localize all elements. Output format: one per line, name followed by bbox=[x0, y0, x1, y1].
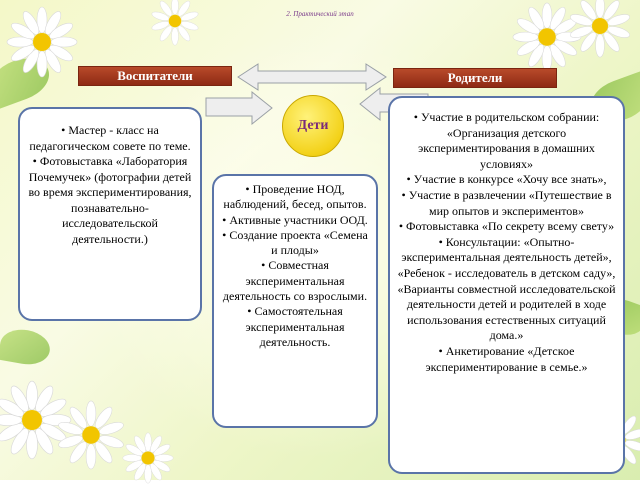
list-item: Совместная экспериментальная деятельност… bbox=[218, 258, 372, 304]
list-item: Фотовыставка «По секрету всему свету» bbox=[394, 219, 619, 235]
slide-title: 2. Практический этап bbox=[286, 10, 354, 18]
list-item: Мастер - класс на педагогическом совете … bbox=[24, 123, 196, 154]
daisy-flower-icon bbox=[0, 380, 72, 460]
double-arrow-icon bbox=[237, 63, 387, 91]
parents-activities-list: Участие в родительском собрании: «Органи… bbox=[394, 110, 619, 375]
list-item: Самостоятельная экспериментальная деятел… bbox=[218, 304, 372, 350]
daisy-flower-icon bbox=[122, 432, 174, 484]
daisy-flower-icon bbox=[570, 0, 630, 58]
parents-activities-box: Участие в родительском собрании: «Органи… bbox=[388, 96, 625, 474]
list-item: Создание проекта «Семена и плоды» bbox=[218, 228, 372, 259]
teachers-activities-list: Мастер - класс на педагогическом совете … bbox=[24, 123, 196, 247]
parents-banner: Родители bbox=[393, 68, 557, 88]
daisy-flower-icon bbox=[6, 6, 78, 78]
list-item: Участие в развлечении «Путешествие в мир… bbox=[394, 188, 619, 219]
list-item: Активные участники ООД. bbox=[218, 213, 372, 228]
list-item: Проведение НОД, наблюдений, бесед, опыто… bbox=[218, 182, 372, 213]
children-activities-list: Проведение НОД, наблюдений, бесед, опыто… bbox=[218, 182, 372, 350]
daisy-flower-icon bbox=[151, 0, 199, 46]
children-circle: Дети bbox=[282, 95, 344, 157]
list-item: Консультации: «Опытно-экспериментальная … bbox=[394, 235, 619, 344]
teachers-activities-box: Мастер - класс на педагогическом совете … bbox=[18, 107, 202, 321]
list-item: Участие в родительском собрании: «Органи… bbox=[394, 110, 619, 172]
children-activities-box: Проведение НОД, наблюдений, бесед, опыто… bbox=[212, 174, 378, 428]
list-item: Участие в конкурсе «Хочу все знать», bbox=[394, 172, 619, 188]
list-item: Фотовыставка «Лаборатория Почемучек» (фо… bbox=[24, 154, 196, 247]
list-item: Анкетирование «Детское экспериментирован… bbox=[394, 344, 619, 375]
daisy-flower-icon bbox=[58, 400, 124, 470]
teachers-banner: Воспитатели bbox=[78, 66, 232, 86]
arrow-down-right-icon bbox=[205, 90, 273, 126]
